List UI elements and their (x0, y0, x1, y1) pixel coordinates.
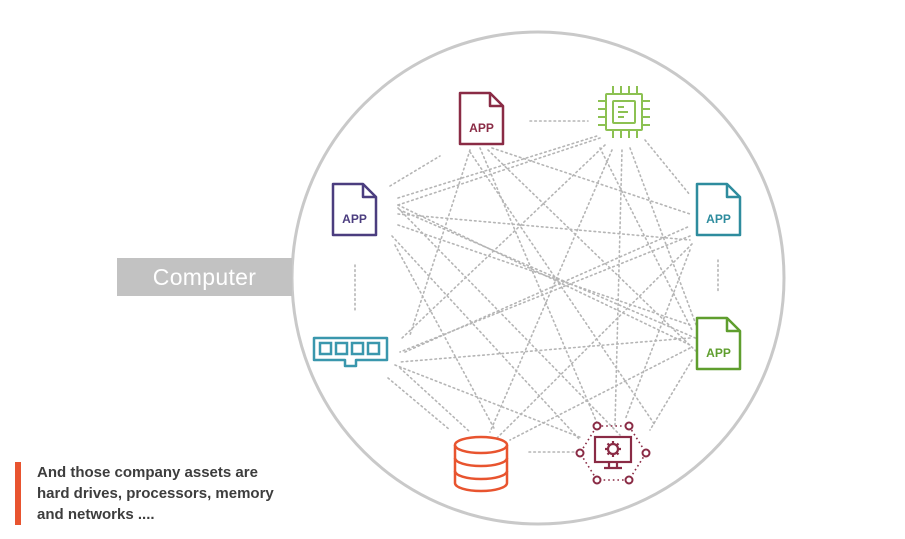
caption-line: and networks .... (37, 506, 155, 523)
connection-line (399, 367, 471, 433)
connection-line (397, 224, 691, 326)
connection-line (469, 151, 656, 426)
memory-stick-icon (312, 336, 389, 368)
connection-line (397, 213, 691, 241)
connection-line (509, 347, 691, 441)
connection-mesh (354, 120, 719, 453)
connection-line (397, 207, 621, 436)
app-label: APP (706, 346, 731, 360)
connection-line (399, 144, 606, 341)
computer-ring (290, 30, 786, 526)
connection-line (479, 147, 601, 431)
app-file-icon: APP (695, 316, 742, 371)
connection-line (491, 147, 691, 215)
network-monitor-icon (575, 421, 651, 485)
connection-line (399, 337, 691, 363)
app-label: APP (342, 212, 367, 226)
computer-label: Computer (117, 258, 292, 296)
connection-line (394, 364, 583, 439)
database-icon (453, 435, 509, 493)
connection-line (387, 377, 451, 431)
connection-line (397, 137, 601, 206)
app-label: APP (469, 121, 494, 135)
app-file-icon: APP (458, 91, 505, 146)
connection-line (629, 147, 699, 331)
connection-line (397, 204, 691, 346)
connection-line (391, 235, 581, 441)
app-file-icon: APP (331, 182, 378, 237)
caption-line: And those company assets are (37, 464, 258, 481)
connection-line (389, 155, 441, 187)
connection-line (399, 235, 691, 353)
connection-line (394, 244, 496, 431)
connection-line (397, 135, 598, 199)
connection-line (624, 249, 691, 421)
connection-line (409, 149, 471, 336)
connection-line (649, 359, 693, 431)
connection-line (599, 147, 693, 331)
app-file-icon: APP (695, 182, 742, 237)
caption-line: hard drives, processors, memory (37, 485, 274, 502)
app-label: APP (706, 212, 731, 226)
connection-line (494, 243, 693, 441)
processor-chip-icon (598, 86, 650, 138)
connection-line (644, 139, 691, 196)
connection-line (404, 225, 691, 353)
connection-line (399, 209, 701, 341)
caption: And those company assets are hard drives… (15, 462, 357, 525)
connection-line (487, 149, 701, 356)
